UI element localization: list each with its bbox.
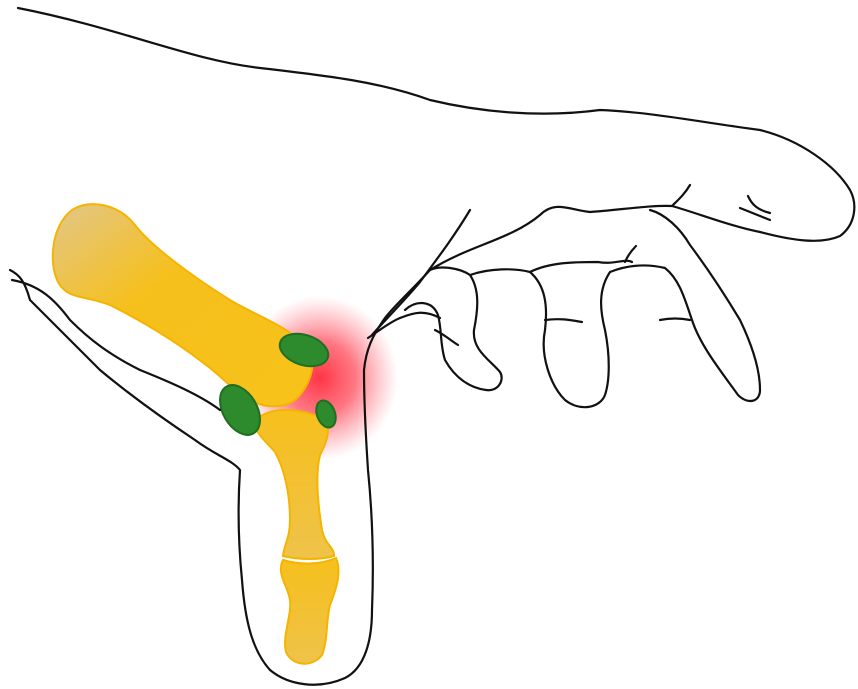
metacarpal-bone <box>53 204 313 406</box>
distal-phalanx-bone <box>281 558 339 664</box>
hand-outline-top <box>18 8 854 241</box>
proximal-phalanx-bone <box>256 410 334 559</box>
index-finger-outline <box>540 185 770 220</box>
palm-curve <box>430 215 540 270</box>
curled-fingers-outline <box>405 210 760 407</box>
